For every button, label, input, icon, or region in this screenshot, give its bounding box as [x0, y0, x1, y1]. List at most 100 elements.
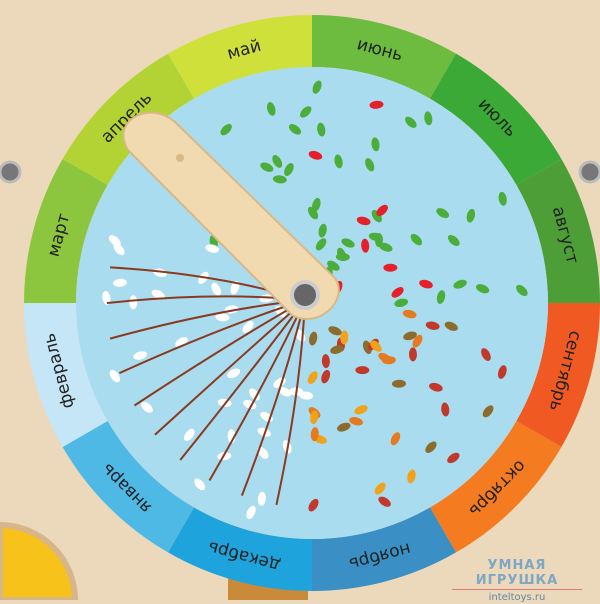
leaf-icon	[391, 287, 404, 298]
snowflake-icon	[227, 368, 241, 379]
month-segment	[312, 507, 456, 591]
leaf-icon	[425, 321, 440, 330]
leaf-icon	[312, 197, 321, 212]
leaf-icon	[327, 260, 340, 271]
leaf-icon	[310, 427, 319, 442]
branch-icon	[208, 299, 306, 482]
leaf-icon	[436, 290, 446, 304]
leaf-icon	[308, 150, 323, 160]
leaf-icon	[266, 102, 276, 116]
leaf-icon	[419, 279, 433, 289]
leaf-icon	[328, 326, 342, 336]
leaf-icon	[260, 162, 274, 172]
leaf-icon	[370, 340, 382, 352]
snowflake-icon	[194, 478, 206, 491]
snowflake-icon	[151, 289, 165, 300]
branch-icon	[179, 299, 306, 461]
leaf-icon	[340, 330, 349, 345]
leaf-icon	[355, 366, 370, 375]
leaf-icon	[356, 216, 371, 226]
snowflake-icon	[102, 291, 111, 305]
snowflake-icon	[109, 370, 120, 383]
leaf-icon	[284, 163, 294, 177]
leaf-icon	[447, 234, 460, 247]
leaf-icon	[383, 263, 398, 272]
month-segment	[168, 15, 312, 99]
branch-icon	[133, 299, 306, 407]
leaf-icon	[321, 369, 331, 384]
month-segment	[312, 15, 456, 99]
leaf-icon	[321, 354, 330, 369]
snowflake-icon	[205, 244, 220, 253]
snowflake-icon	[211, 282, 221, 296]
leaf-icon	[498, 191, 507, 206]
leaf-icon	[371, 137, 380, 152]
snowflake-icon	[215, 313, 230, 322]
leaf-icon	[220, 123, 232, 136]
leaf-icon	[318, 223, 327, 238]
leaf-icon	[288, 124, 302, 135]
snowflake-icon	[249, 388, 260, 401]
leaf-icon	[408, 347, 417, 362]
leaf-icon	[425, 441, 437, 453]
leaf-icon	[349, 417, 363, 426]
leaf-icon	[379, 242, 393, 252]
snowflake-icon	[299, 391, 314, 400]
leaf-icon	[436, 208, 450, 219]
leaf-icon	[390, 432, 401, 446]
leaf-icon	[412, 334, 423, 348]
leaf-icon	[365, 158, 375, 172]
snowflake-icon	[278, 386, 292, 397]
leaf-icon	[307, 206, 319, 220]
leaf-icon	[441, 402, 450, 417]
leaf-icon	[337, 422, 351, 432]
leaf-icon	[453, 279, 467, 289]
leaf-icon	[378, 496, 391, 507]
snowflake-icon	[242, 321, 254, 333]
month-segment	[168, 507, 312, 591]
leaf-icon	[376, 204, 388, 217]
leaf-icon	[466, 208, 476, 223]
leaf-icon	[312, 80, 322, 94]
snowflake-icon	[112, 278, 127, 287]
leaf-icon	[381, 356, 396, 365]
month-segment	[62, 421, 194, 553]
leaf-icon	[516, 284, 528, 297]
leaf-icon	[405, 116, 417, 128]
leaf-icon	[315, 238, 327, 251]
snowflake-icon	[133, 351, 148, 360]
month-segment	[62, 53, 194, 185]
leaf-icon	[402, 309, 417, 319]
leaf-icon	[410, 233, 423, 246]
snowflake-icon	[141, 401, 153, 413]
leaf-icon	[374, 482, 386, 495]
month-segment	[430, 53, 562, 185]
leaf-icon	[335, 252, 350, 261]
screw-icon	[0, 160, 22, 184]
leaf-icon	[403, 331, 417, 341]
snowflake-icon	[108, 235, 121, 247]
pointer-arrow[interactable]	[122, 111, 340, 321]
leaf-icon	[392, 379, 407, 388]
leaf-icon	[407, 469, 416, 484]
pivot-screw-icon	[290, 280, 320, 310]
leaf-icon	[374, 233, 383, 248]
snowflake-icon	[113, 243, 125, 256]
leaf-icon	[308, 498, 319, 512]
watermark-brand: УМНАЯ ИГРУШКА	[452, 558, 582, 590]
leaf-icon	[497, 365, 507, 379]
snowflake-icon	[129, 295, 138, 310]
leaf-icon	[354, 405, 368, 415]
snowflake-icon	[230, 280, 240, 295]
leaf-icon	[341, 238, 355, 248]
leaf-icon	[309, 331, 318, 346]
knot-icon	[176, 154, 184, 162]
snowflake-icon	[184, 428, 195, 441]
snowflake-icon	[257, 446, 269, 459]
leaf-icon	[330, 345, 344, 354]
month-segment	[516, 303, 600, 447]
screw-icon	[578, 160, 600, 184]
leaf-icon	[369, 100, 384, 109]
month-segment	[24, 303, 108, 447]
